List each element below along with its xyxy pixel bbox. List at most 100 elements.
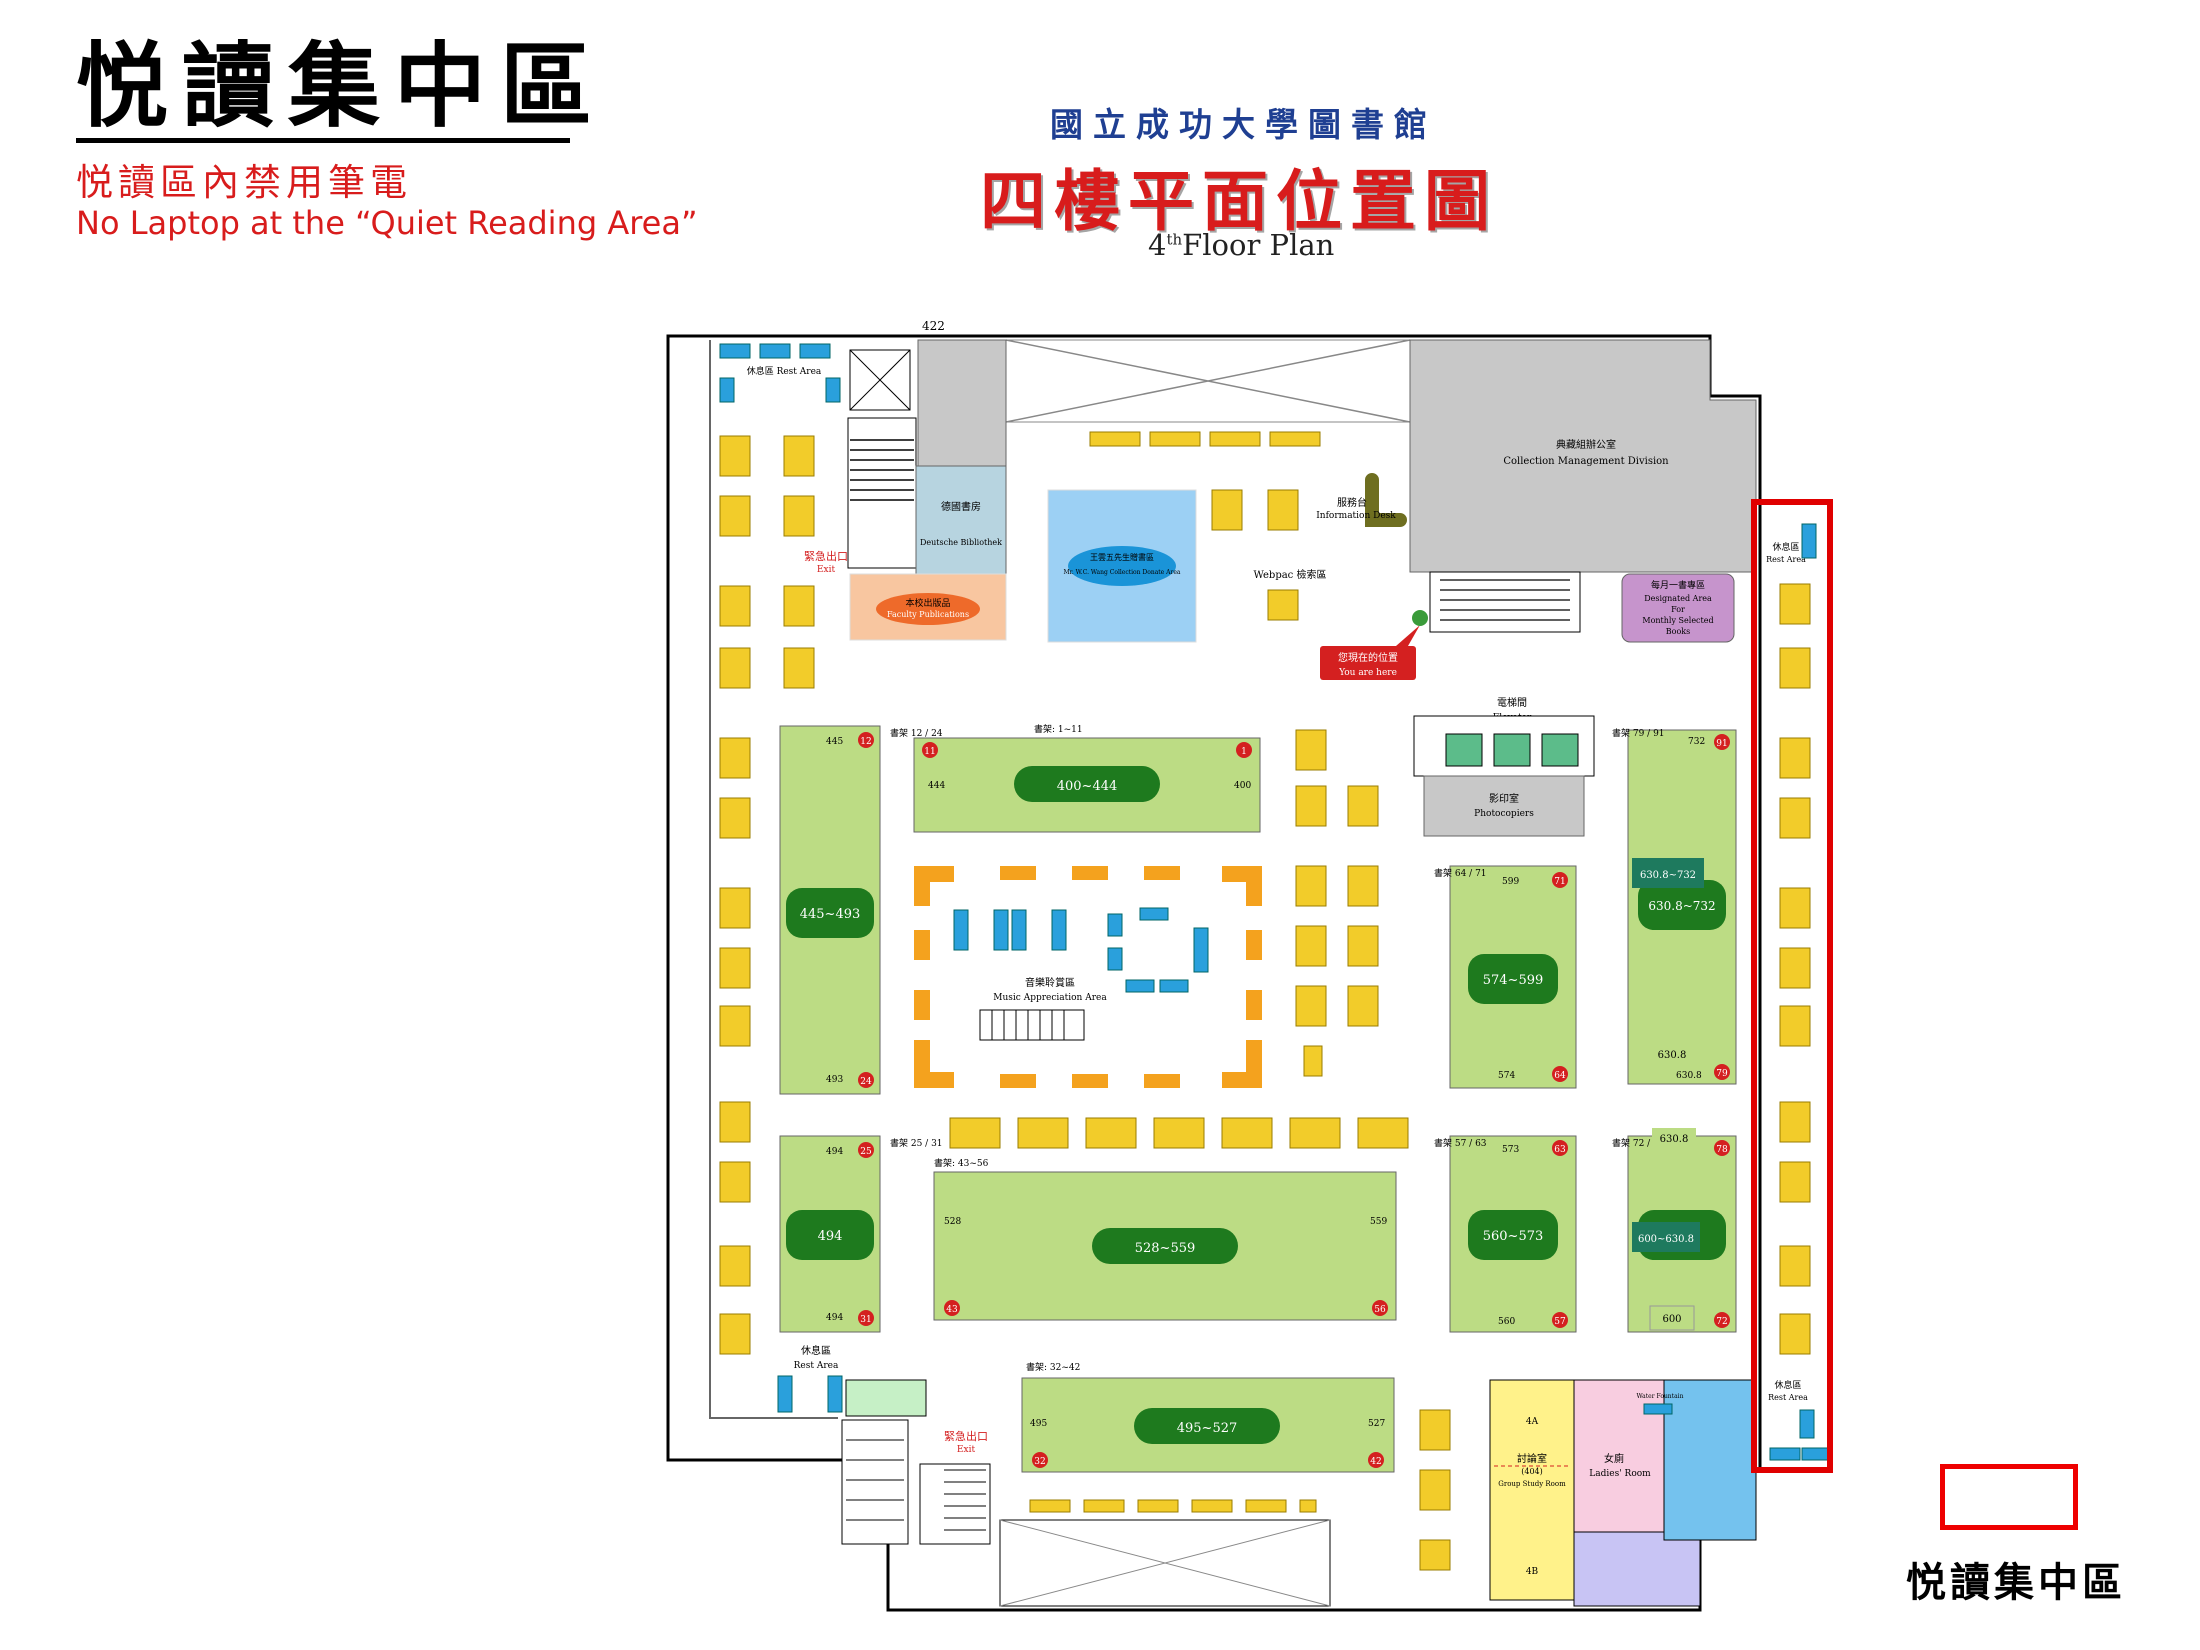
inner-wall-left <box>709 340 838 1419</box>
svg-text:影印室: 影印室 <box>1489 792 1519 805</box>
stairs-top-left <box>847 417 917 569</box>
shelf-495-527: 書架: 32~42 495~527 495 527 32 42 <box>1021 1361 1395 1473</box>
svg-text:560: 560 <box>1498 1317 1515 1327</box>
music-area-border <box>914 866 1262 1088</box>
shelf-630-732: 書架 79 / 91 630.8~732 630.8~732 732 630.8… <box>1612 727 1737 1085</box>
svg-text:本校出版品: 本校出版品 <box>905 597 950 609</box>
svg-text:493: 493 <box>826 1075 843 1085</box>
svg-text:緊急出口: 緊急出口 <box>804 549 848 563</box>
svg-text:78: 78 <box>1716 1145 1728 1155</box>
svg-text:43: 43 <box>946 1305 958 1315</box>
subtitle-zh: 悦讀區內禁用筆電 <box>76 161 412 204</box>
svg-text:Monthly Selected: Monthly Selected <box>1642 616 1713 625</box>
svg-text:Music Appreciation Area: Music Appreciation Area <box>993 993 1107 1003</box>
svg-text:527: 527 <box>1368 1419 1385 1429</box>
shelf-600-630: 書架 72 / 78 600~630.8 630.8 600 78 72 <box>1612 1128 1737 1333</box>
stairs-bottom-center <box>919 1463 991 1545</box>
svg-text:574~599: 574~599 <box>1483 973 1544 988</box>
svg-text:528: 528 <box>944 1217 961 1227</box>
svg-text:528~559: 528~559 <box>1135 1241 1196 1256</box>
svg-text:445~493: 445~493 <box>800 907 861 922</box>
svg-text:典藏組辦公室: 典藏組辦公室 <box>1556 438 1616 451</box>
room-number-422: 422 <box>922 319 945 333</box>
svg-text:Books: Books <box>1666 627 1690 636</box>
stairs-bottom-left <box>841 1419 909 1545</box>
svg-text:400: 400 <box>1234 781 1251 791</box>
svg-text:494: 494 <box>826 1147 843 1157</box>
music-stairs <box>979 1009 1085 1041</box>
svg-text:Rest Area: Rest Area <box>794 1361 839 1371</box>
monthly-books-area <box>1621 573 1735 643</box>
svg-text:You are here: You are here <box>1338 668 1397 678</box>
svg-text:494: 494 <box>818 1229 843 1244</box>
svg-text:(404): (404) <box>1521 1467 1543 1476</box>
svg-text:4A: 4A <box>1526 1417 1539 1427</box>
svg-text:71: 71 <box>1554 877 1565 887</box>
svg-text:Photocopiers: Photocopiers <box>1474 809 1534 819</box>
shelf-445-493: 書架 12 / 24 445~493 445 493 12 24 <box>779 725 943 1095</box>
svg-text:494: 494 <box>826 1313 843 1323</box>
svg-text:Ladies' Room: Ladies' Room <box>1589 1469 1651 1479</box>
svg-text:31: 31 <box>860 1315 871 1325</box>
legend-label: 悦讀集中區 <box>1906 1559 2126 1606</box>
svg-text:休息區: 休息區 <box>801 1344 831 1357</box>
blue-room <box>1663 1379 1757 1541</box>
svg-text:11: 11 <box>924 747 935 757</box>
svg-text:書架 64 / 71: 書架 64 / 71 <box>1434 867 1487 879</box>
svg-text:Faculty Publications: Faculty Publications <box>887 610 969 619</box>
deutsche-bibliothek <box>915 465 1007 575</box>
svg-text:書架 25 / 31: 書架 25 / 31 <box>890 1137 943 1149</box>
svg-text:559: 559 <box>1370 1217 1387 1227</box>
stairs-right <box>1429 571 1581 633</box>
svg-text:574: 574 <box>1498 1071 1515 1081</box>
svg-text:445: 445 <box>826 737 843 747</box>
svg-text:72: 72 <box>1716 1317 1727 1327</box>
svg-text:Exit: Exit <box>817 565 836 575</box>
svg-text:12: 12 <box>860 737 871 747</box>
shelf-494: 書架 25 / 31 494 494 494 25 31 <box>779 1135 943 1333</box>
svg-text:書架 72 / 78: 書架 72 / 78 <box>1612 1137 1665 1149</box>
svg-text:休息區: 休息區 <box>1774 1379 1801 1391</box>
svg-text:Designated Area: Designated Area <box>1644 594 1712 603</box>
svg-text:25: 25 <box>860 1147 872 1157</box>
svg-text:德國書房: 德國書房 <box>941 500 981 513</box>
group-study-room <box>1489 1379 1575 1601</box>
svg-text:4B: 4B <box>1526 1567 1539 1577</box>
svg-text:56: 56 <box>1374 1305 1386 1315</box>
photocopy-room <box>1423 775 1585 837</box>
svg-text:32: 32 <box>1034 1457 1045 1467</box>
svg-text:休息區 Rest Area: 休息區 Rest Area <box>747 365 822 377</box>
svg-text:For: For <box>1671 605 1685 614</box>
reading-seats <box>719 431 1811 1571</box>
svg-text:630.8: 630.8 <box>1660 1134 1689 1145</box>
svg-text:書架: 32~42: 書架: 32~42 <box>1026 1361 1080 1373</box>
shelf-528-559: 書架: 43~56 528~559 528 559 43 56 <box>933 1157 1397 1321</box>
svg-text:630.8~732: 630.8~732 <box>1648 899 1715 913</box>
title-underline <box>76 138 570 143</box>
svg-text:Deutsche Bibliothek: Deutsche Bibliothek <box>920 538 1002 547</box>
svg-text:63: 63 <box>1554 1145 1566 1155</box>
svg-text:電梯間: 電梯間 <box>1497 696 1527 709</box>
svg-text:630.8~732: 630.8~732 <box>1640 870 1696 881</box>
svg-text:Group Study Room: Group Study Room <box>1498 1480 1566 1488</box>
svg-text:音樂聆賞區: 音樂聆賞區 <box>1025 976 1075 989</box>
legend-swatch <box>1940 1464 2078 1530</box>
svg-text:600~630.8: 600~630.8 <box>1638 1234 1694 1245</box>
svg-text:Rest Area: Rest Area <box>1768 1393 1808 1402</box>
svg-text:Exit: Exit <box>957 1445 976 1455</box>
svg-text:495: 495 <box>1030 1419 1047 1429</box>
svg-text:79: 79 <box>1716 1069 1728 1079</box>
svg-text:630.8: 630.8 <box>1676 1071 1702 1081</box>
collection-management-office <box>1409 339 1757 573</box>
bottom-left-green-room <box>845 1379 927 1417</box>
svg-text:599: 599 <box>1502 877 1519 887</box>
svg-text:書架 12 / 24: 書架 12 / 24 <box>890 727 943 739</box>
svg-text:書架: 43~56: 書架: 43~56 <box>934 1157 989 1169</box>
svg-text:每月一書專區: 每月一書專區 <box>1651 579 1705 591</box>
svg-text:91: 91 <box>1716 739 1727 749</box>
floor-plan-title-zh: 四樓平面位置圖 <box>980 162 1498 240</box>
svg-text:630.8: 630.8 <box>1658 1050 1687 1061</box>
svg-text:400~444: 400~444 <box>1057 779 1118 794</box>
svg-text:600: 600 <box>1662 1314 1681 1325</box>
